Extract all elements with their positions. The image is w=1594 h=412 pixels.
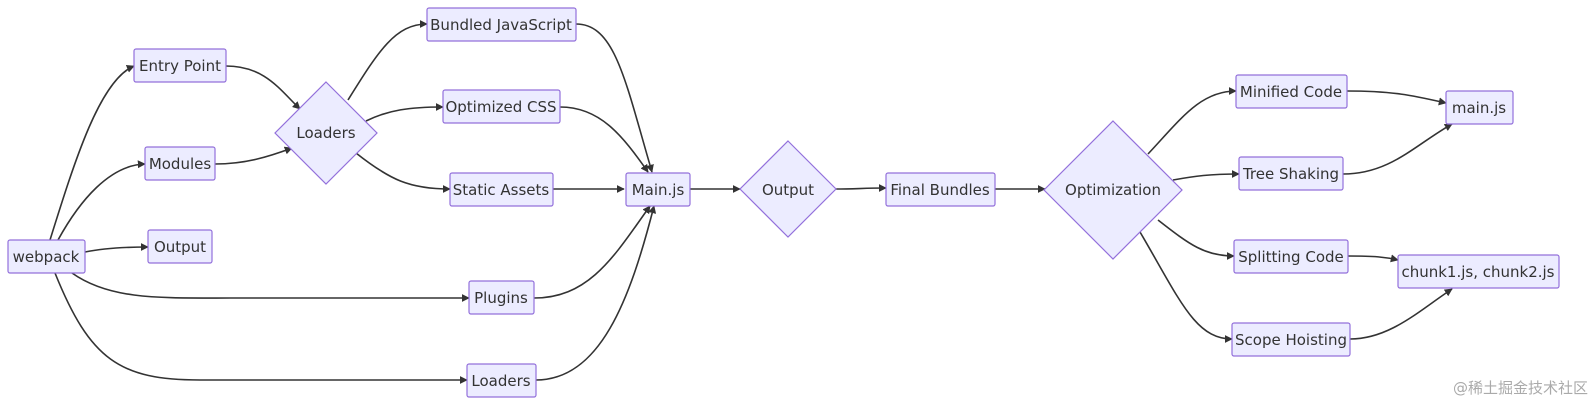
edge-webpack-entry-point [49, 65, 135, 241]
node-webpack[interactable]: webpack [7, 239, 86, 274]
node-main-js-lower-box [1445, 90, 1514, 125]
node-bundled-js-label: Bundled JavaScript [430, 16, 572, 34]
node-scope-hoisting-label: Scope Hoisting [1235, 331, 1347, 349]
node-bundled-js-box [426, 7, 577, 42]
node-splitting-code-box [1233, 239, 1349, 274]
node-main-js-lower[interactable]: main.js [1445, 90, 1514, 125]
node-main-js-lower-label: main.js [1452, 99, 1506, 117]
node-optimization[interactable]: Optimization [1043, 120, 1183, 260]
node-plugins[interactable]: Plugins [468, 280, 535, 315]
node-loaders-diamond-label: Loaders [296, 124, 355, 142]
node-entry-point-label: Entry Point [139, 57, 221, 75]
node-final-bundles-box [885, 172, 996, 207]
edge-loaders-optimized-css [365, 103, 444, 122]
node-static-assets-label: Static Assets [453, 181, 550, 199]
node-chunks-label: chunk1.js, chunk2.js [1401, 263, 1554, 281]
edge-entry-point-loaders [225, 65, 301, 110]
node-main-js-upper-box [625, 172, 691, 207]
node-tree-shaking-box [1238, 156, 1344, 191]
node-loaders-bottom-label: Loaders [471, 372, 530, 390]
node-minified-code-box [1235, 74, 1348, 109]
edge-loaders-bottom-main [535, 205, 657, 381]
edge-webpack-output [84, 243, 149, 253]
node-minified-code-label: Minified Code [1240, 83, 1342, 101]
edge-tree-shaking-main-lower [1342, 123, 1453, 175]
node-plugins-label: Plugins [474, 289, 528, 307]
node-chunks[interactable]: chunk1.js, chunk2.js [1397, 254, 1560, 289]
node-scope-hoisting[interactable]: Scope Hoisting [1231, 322, 1351, 357]
watermark: @稀土掘金技术社区 [1453, 379, 1588, 397]
node-bundled-js[interactable]: Bundled JavaScript [426, 7, 577, 42]
node-tree-shaking-label: Tree Shaking [1242, 165, 1339, 183]
edge-optimization-minified [1147, 87, 1237, 155]
node-optimization-label: Optimization [1065, 181, 1161, 199]
node-static-assets[interactable]: Static Assets [449, 172, 554, 207]
node-main-js-upper-label: Main.js [632, 181, 685, 199]
node-optimization-shape [1043, 120, 1183, 260]
edge-webpack-loaders-bottom [54, 272, 468, 384]
node-chunks-box [1397, 254, 1560, 289]
node-static-assets-box [449, 172, 554, 207]
edge-optimized-css-main [559, 106, 649, 173]
node-output-diamond-label: Output [762, 181, 814, 199]
edge-minified-main-lower [1346, 90, 1447, 106]
node-output-top[interactable]: Output [147, 229, 213, 264]
node-loaders-diamond-shape [274, 81, 378, 185]
node-splitting-code[interactable]: Splitting Code [1233, 239, 1349, 274]
edge-modules-loaders [214, 146, 293, 165]
node-plugins-box [468, 280, 535, 315]
node-modules-box [144, 146, 216, 181]
edge-output-final-bundles [835, 184, 887, 193]
node-output-top-label: Output [154, 238, 206, 256]
node-entry-point[interactable]: Entry Point [133, 48, 227, 83]
node-output-diamond-shape [739, 140, 837, 238]
node-optimized-css[interactable]: Optimized CSS [442, 89, 561, 124]
node-loaders-diamond[interactable]: Loaders [274, 81, 378, 185]
node-output-diamond[interactable]: Output [739, 140, 837, 238]
edge-loaders-bundled-js [347, 20, 428, 101]
edge-optimization-scope-hoisting [1139, 231, 1233, 343]
node-final-bundles[interactable]: Final Bundles [885, 172, 996, 207]
node-scope-hoisting-box [1231, 322, 1351, 357]
node-tree-shaking[interactable]: Tree Shaking [1238, 156, 1344, 191]
edge-scope-hoisting-chunks [1349, 288, 1453, 340]
edge-loaders-static-assets [355, 152, 451, 193]
edge-webpack-modules [57, 160, 146, 241]
edge-optimization-splitting [1157, 219, 1235, 260]
node-main-js-upper[interactable]: Main.js [625, 172, 691, 207]
edge-bundled-js-main [575, 23, 654, 173]
edge-plugins-main [533, 205, 651, 299]
node-webpack-label: webpack [13, 248, 80, 266]
node-optimized-css-box [442, 89, 561, 124]
edge-webpack-plugins [71, 272, 470, 302]
node-loaders-bottom-box [466, 363, 537, 398]
node-loaders-bottom[interactable]: Loaders [466, 363, 537, 398]
node-webpack-box [7, 239, 86, 274]
node-output-top-box [147, 229, 213, 264]
edges [49, 20, 1453, 384]
node-optimized-css-label: Optimized CSS [445, 98, 556, 116]
node-minified-code[interactable]: Minified Code [1235, 74, 1348, 109]
node-modules[interactable]: Modules [144, 146, 216, 181]
node-modules-label: Modules [149, 155, 212, 173]
node-final-bundles-label: Final Bundles [890, 181, 990, 199]
node-entry-point-box [133, 48, 227, 83]
edge-optimization-tree-shaking [1172, 170, 1240, 181]
node-splitting-code-label: Splitting Code [1238, 248, 1344, 266]
edge-splitting-chunks [1347, 254, 1399, 263]
